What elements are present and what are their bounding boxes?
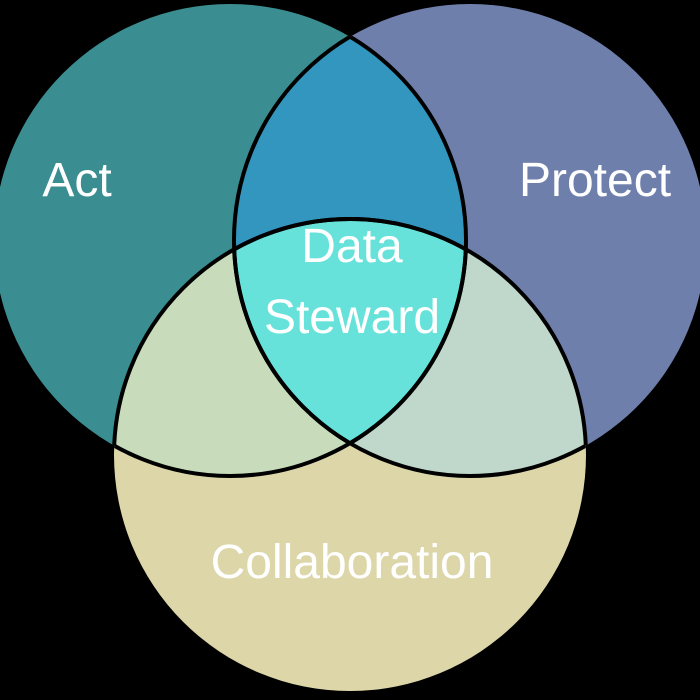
- outline-protect-inside-act: [232, 4, 466, 476]
- label-collaboration: Collaboration: [211, 536, 494, 589]
- label-act: Act: [42, 154, 111, 207]
- label-center-line2: Steward: [264, 291, 440, 344]
- label-center-line1: Data: [301, 220, 403, 273]
- outline-act-inside-protect: [234, 4, 468, 476]
- label-protect: Protect: [519, 154, 671, 207]
